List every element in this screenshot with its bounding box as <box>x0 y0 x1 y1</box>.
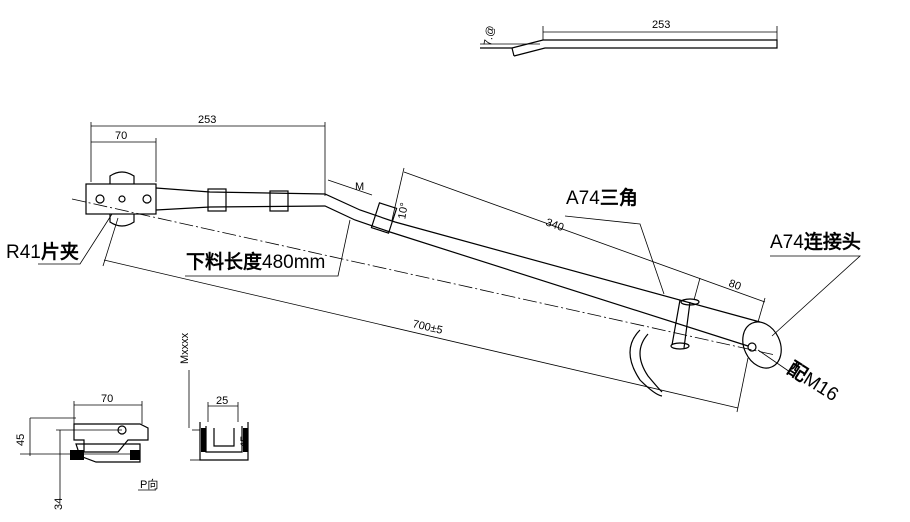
detail-dim-45: 45 <box>15 434 27 446</box>
dim-700: 700±5 <box>411 318 443 337</box>
section-dim-25: 25 <box>216 395 228 407</box>
top-angle-label: 7.@ <box>482 25 497 47</box>
bolt-label: 配M16 <box>783 358 842 406</box>
dim-10-deg: 10° <box>396 202 411 220</box>
small-angle-mark: M <box>355 181 364 193</box>
section-small-mark: Mxxxx <box>179 332 191 364</box>
dim-253: 253 <box>198 114 216 126</box>
top-view: 253 7.@ <box>480 19 778 57</box>
detail-p-label: P向 <box>140 477 158 491</box>
section-dim-45: 45 <box>239 436 251 448</box>
top-dim-253: 253 <box>652 19 670 31</box>
section-view: Mxxxx 25 45 <box>179 332 251 461</box>
r41-label: R41片夹 <box>6 240 79 263</box>
clip-detail-view: 70 45 34 P向 <box>15 393 158 510</box>
a74-connector-label: A74连接头 <box>770 230 861 253</box>
detail-dim-70: 70 <box>101 393 113 405</box>
dim-80: 80 <box>727 278 743 293</box>
detail-dim-34: 34 <box>53 498 65 510</box>
a74-triangle-label: A74三角 <box>566 186 638 209</box>
dim-70: 70 <box>115 130 127 142</box>
dim-340: 340 <box>544 217 565 235</box>
main-arm-view: 253 70 340 80 10° <box>38 114 862 413</box>
cut-length-label: 下料长度480mm <box>186 250 325 273</box>
